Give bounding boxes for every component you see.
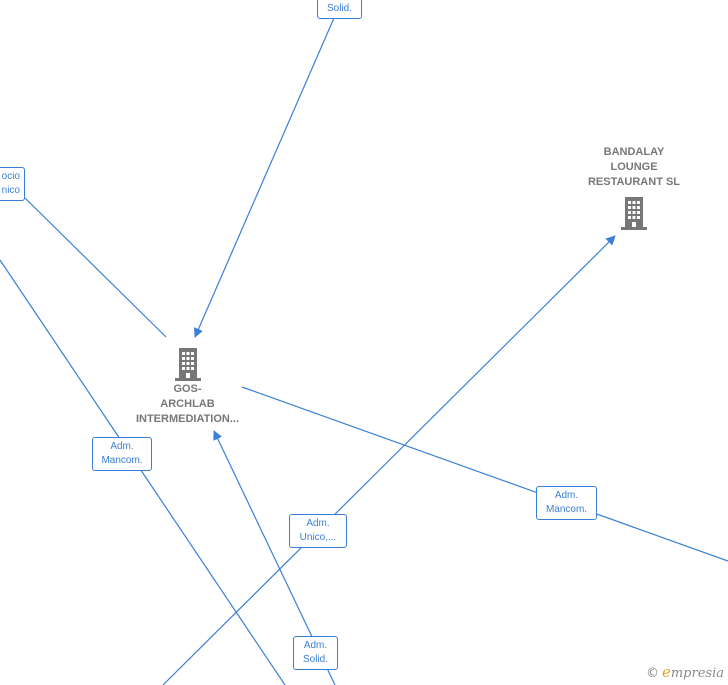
edge-label-adm-mancom-left[interactable]: Adm. Mancom. — [92, 437, 152, 471]
edge-label-adm-unico[interactable]: Adm. Unico,... — [289, 514, 347, 548]
company-name: BANDALAY LOUNGE RESTAURANT SL — [587, 146, 681, 188]
company-node-gos-archlab[interactable]: GOS- ARCHLAB INTERMEDIATION... — [120, 346, 255, 427]
brand-name: mpresia — [670, 666, 724, 681]
building-icon — [621, 197, 647, 230]
building-icon — [174, 348, 201, 381]
edge-adm-mancom-left — [0, 259, 286, 685]
edge-adm-mancom-right — [241, 386, 728, 562]
edge-label-adm-solid-bottom[interactable]: Adm. Solid. — [293, 636, 338, 670]
company-name: GOS- ARCHLAB INTERMEDIATION... — [135, 383, 240, 425]
edge-socio-unico — [24, 197, 167, 338]
company-node-bandalay[interactable]: BANDALAY LOUNGE RESTAURANT SL — [574, 145, 694, 231]
edge-label-socio-unico[interactable]: ocio nico — [0, 167, 25, 201]
brand-initial: e — [661, 663, 671, 681]
edge-label-adm-mancom-right[interactable]: Adm. Mancom. — [536, 486, 597, 520]
edge-adm-unico — [162, 235, 616, 685]
edge-top-solid — [194, 17, 335, 338]
edge-label-top-solid[interactable]: Solid. — [317, 0, 362, 19]
copyright-symbol: © — [645, 666, 659, 681]
empresia-watermark: ©empresia — [646, 663, 724, 681]
